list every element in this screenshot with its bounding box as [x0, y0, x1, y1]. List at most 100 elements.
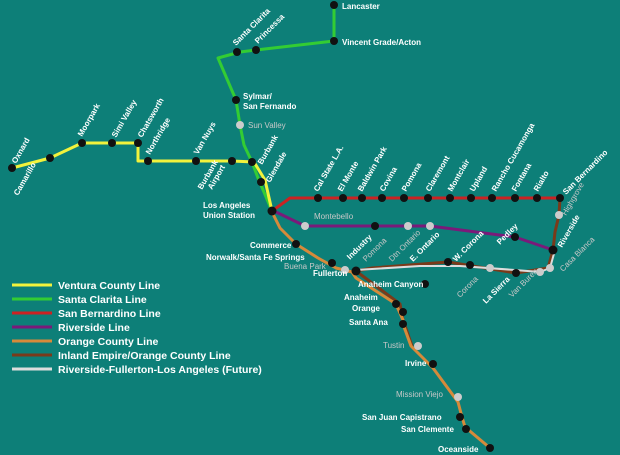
station-industry[interactable] — [371, 222, 379, 230]
label-buena-park: Buena Park — [284, 262, 327, 271]
station-riverside[interactable] — [548, 245, 558, 255]
label-irvine: Irvine — [405, 359, 427, 368]
label-moorpark: Moorpark — [76, 101, 102, 138]
station-rancho-cucamonga[interactable] — [488, 194, 496, 202]
label-w-corona: W. Corona — [451, 229, 486, 264]
legend: Ventura County Line Santa Clarita Line S… — [12, 280, 262, 376]
station-fontana[interactable] — [511, 194, 519, 202]
label-fontana: Fontana — [510, 161, 534, 193]
station-claremont[interactable] — [424, 194, 432, 202]
station-lancaster[interactable] — [330, 1, 338, 9]
station-upland[interactable] — [467, 194, 475, 202]
label-van-nuys: Van Nuys — [192, 120, 218, 156]
station-highgrove[interactable] — [555, 211, 563, 219]
station-covina[interactable] — [378, 194, 386, 202]
station-w-corona[interactable] — [466, 261, 474, 269]
station-el-monte[interactable] — [339, 194, 347, 202]
legend-item-santa-clarita: Santa Clarita Line — [12, 294, 147, 306]
station-montclair[interactable] — [446, 194, 454, 202]
label-sylmar-2: San Fernando — [243, 102, 296, 111]
legend-label-santa-clarita: Santa Clarita Line — [58, 294, 147, 306]
station-van-buren[interactable] — [536, 268, 544, 276]
station-cal-state-la[interactable] — [314, 194, 322, 202]
station-commerce[interactable] — [292, 240, 300, 248]
station-e-ontario[interactable] — [444, 258, 452, 266]
station-la-union[interactable] — [267, 206, 277, 216]
station-corona[interactable] — [486, 264, 494, 272]
label-upland: Upland — [468, 165, 489, 193]
station-pomona[interactable] — [400, 194, 408, 202]
station-santa-ana[interactable] — [399, 320, 407, 328]
legend-label-riverside: Riverside Line — [58, 322, 130, 334]
label-oceanside: Oceanside — [438, 445, 479, 454]
station-pomona-south[interactable] — [404, 222, 412, 230]
station-baldwin-park[interactable] — [358, 194, 366, 202]
station-oceanside[interactable] — [486, 444, 494, 452]
label-oxnard: Oxnard — [10, 136, 32, 165]
station-sylmar[interactable] — [232, 96, 240, 104]
station-montebello[interactable] — [301, 222, 309, 230]
station-glendale[interactable] — [257, 178, 265, 186]
label-fullerton: Fullerton — [313, 269, 347, 278]
station-buena-park[interactable] — [341, 266, 349, 274]
station-anaheim-canyon[interactable] — [421, 280, 429, 288]
legend-item-ie-oc: Inland Empire/Orange County Line — [12, 350, 231, 362]
label-orange: Orange — [352, 304, 381, 313]
station-norwalk[interactable] — [328, 259, 336, 267]
station-van-nuys[interactable] — [192, 157, 200, 165]
station-camarillo[interactable] — [46, 154, 54, 162]
station-pedley[interactable] — [511, 233, 519, 241]
station-burbank-airport[interactable] — [228, 157, 236, 165]
station-moorpark[interactable] — [78, 139, 86, 147]
legend-label-future: Riverside-Fullerton-Los Angeles (Future) — [58, 364, 262, 376]
label-norwalk: Norwalk/Santa Fe Springs — [206, 253, 305, 262]
track-lines — [10, 3, 562, 450]
station-santa-clarita[interactable] — [233, 48, 241, 56]
station-burbank[interactable] — [248, 158, 256, 166]
label-pomona: Pomona — [400, 161, 424, 193]
label-la-sierra: La Sierra — [481, 274, 512, 305]
label-santa-ana: Santa Ana — [349, 318, 388, 327]
label-san-bernardino: San Bernardino — [561, 148, 610, 197]
label-sylmar-1: Sylmar/ — [243, 92, 273, 101]
station-rialto[interactable] — [533, 194, 541, 202]
label-la-union-2: Union Station — [203, 211, 255, 220]
station-irvine[interactable] — [429, 360, 437, 368]
station-orange[interactable] — [399, 308, 407, 316]
legend-label-ie-oc: Inland Empire/Orange County Line — [58, 350, 231, 362]
station-dtn-ontario[interactable] — [426, 222, 434, 230]
station-fullerton[interactable] — [351, 266, 361, 276]
station-la-sierra[interactable] — [512, 269, 520, 277]
label-anaheim-canyon: Anaheim Canyon — [358, 280, 423, 289]
station-mission-viejo[interactable] — [454, 393, 462, 401]
station-northridge[interactable] — [144, 157, 152, 165]
label-covina: Covina — [378, 165, 399, 193]
label-tustin: Tustin — [383, 341, 405, 350]
riverside-line-track — [274, 210, 555, 252]
station-vincent-grade[interactable] — [330, 37, 338, 45]
legend-label-ventura: Ventura County Line — [58, 280, 160, 292]
label-simi-valley: Simi Valley — [110, 98, 139, 139]
station-san-juan-capistrano[interactable] — [456, 413, 464, 421]
station-san-bernardino[interactable] — [556, 194, 564, 202]
label-san-juan-capistrano: San Juan Capistrano — [362, 413, 442, 422]
label-vincent-grade: Vincent Grade/Acton — [342, 38, 421, 47]
station-princessa[interactable] — [252, 46, 260, 54]
station-sun-valley[interactable] — [236, 121, 244, 129]
label-montebello: Montebello — [314, 212, 354, 221]
station-chatsworth[interactable] — [134, 139, 142, 147]
legend-label-orange-county: Orange County Line — [58, 336, 159, 348]
legend-label-san-bernardino: San Bernardino Line — [58, 308, 161, 320]
label-san-clemente: San Clemente — [401, 425, 454, 434]
label-lancaster: Lancaster — [342, 2, 380, 11]
station-dots — [8, 1, 564, 452]
station-simi-valley[interactable] — [108, 139, 116, 147]
station-san-clemente[interactable] — [462, 425, 470, 433]
station-tustin[interactable] — [414, 342, 422, 350]
legend-item-riverside: Riverside Line — [12, 322, 130, 334]
station-casa-blanca[interactable] — [546, 264, 554, 272]
station-oxnard[interactable] — [8, 164, 16, 172]
station-anaheim[interactable] — [392, 300, 400, 308]
label-sun-valley: Sun Valley — [248, 121, 286, 130]
